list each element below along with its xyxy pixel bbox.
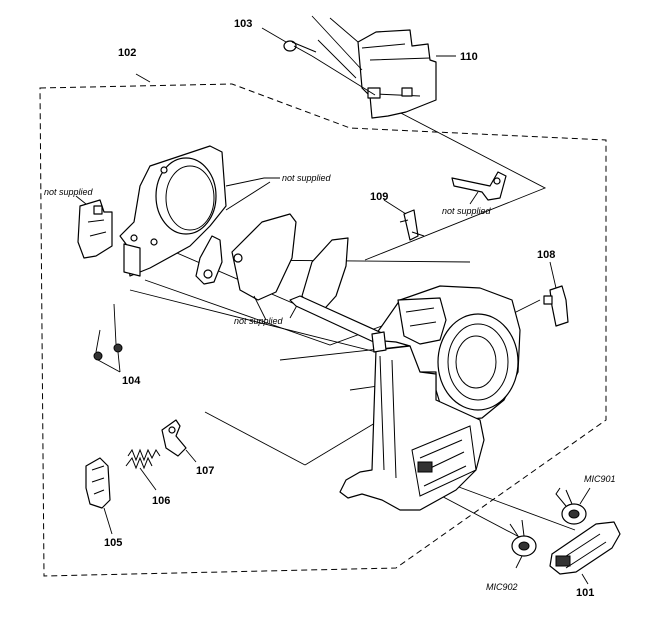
callout-102: 102 [118,47,136,59]
callout-107: 107 [196,465,214,477]
callout-101: 101 [576,587,594,599]
part-side-plate-not-supplied-left [77,199,113,259]
note-not-supplied-left: not supplied [44,187,94,197]
part-main-cabinet [289,285,521,511]
assembly-102-boundary [39,83,607,577]
part-104-screws [93,303,123,373]
alignment-line [429,489,526,541]
callout-108: 108 [537,249,555,261]
callout-105: 105 [104,537,122,549]
part-106-spring [125,448,161,491]
part-108-bracket [543,261,569,327]
note-not-supplied-top: not supplied [282,173,332,183]
alignment-line [304,419,381,466]
part-shutter-blade-not-supplied [195,213,349,321]
callout-110: 110 [460,51,478,63]
alignment-line [364,109,547,261]
callout-104: 104 [122,375,141,387]
callout-103: 103 [234,18,252,30]
part-mic902 [509,519,537,569]
alignment-line [204,411,306,466]
note-leader [225,177,280,187]
note-not-supplied-right: not supplied [442,206,492,216]
alignment-line [129,289,401,359]
part-101-cover [549,521,621,585]
part-107-latch [161,419,197,463]
part-103-screw [261,27,376,96]
part-110-board [311,15,437,119]
label-mic902: MIC902 [486,582,518,592]
callout-106: 106 [152,495,170,507]
note-leader [469,191,479,205]
part-bracket-not-supplied-right [451,171,507,201]
label-mic901: MIC901 [584,474,616,484]
note-leader [135,73,151,83]
part-mic901 [555,487,591,525]
part-105-knob [85,457,113,535]
callout-109: 109 [370,191,388,203]
alignment-line [439,479,576,531]
note-not-supplied-mid: not supplied [234,316,284,326]
note-leader [75,195,87,205]
part-lens-frame-not-supplied [119,145,227,277]
note-leader [225,181,271,211]
part-109-clip [383,199,425,241]
